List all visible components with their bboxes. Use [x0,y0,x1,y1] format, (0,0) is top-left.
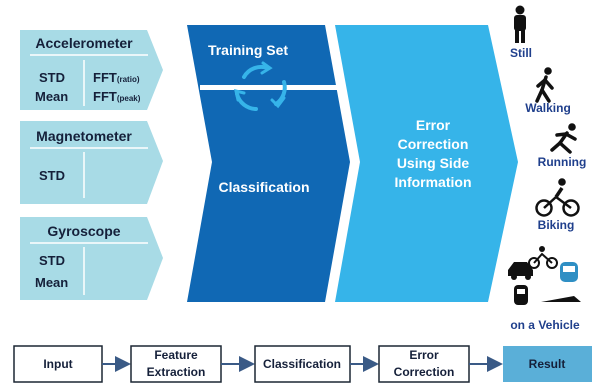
accelerometer-title: Accelerometer [35,35,133,51]
flow-error-line-1: Error [409,348,439,362]
training-set-label: Training Set [208,42,288,58]
activity-walking-label: Walking [525,101,571,115]
error-line-2: Correction [398,136,469,152]
magnetometer-title: Magnetometer [36,128,132,144]
error-line-1: Error [416,117,451,133]
gyro-std-label: STD [39,253,65,268]
running-person-icon [550,123,577,154]
accel-std-label: STD [39,70,65,85]
accel-mean-label: Mean [35,89,68,104]
flow-step-classification [254,345,351,383]
error-correction-block: Error Correction Using Side Information [335,25,518,302]
activity-biking-label: Biking [538,218,575,232]
biking-person-icon [535,178,580,217]
flow-result-label: Result [529,357,566,371]
error-line-4: Information [395,174,472,190]
sensor-gyroscope: Gyroscope STD Mean [20,217,163,300]
error-line-3: Using Side [397,155,470,171]
magnet-std-label: STD [39,168,65,183]
sensor-accelerometer: Accelerometer STD Mean FFT(ratio) FFT(pe… [20,30,163,110]
flow-feature-line-2: Extraction [147,365,206,379]
classification-label: Classification [218,179,309,195]
activity-vehicle-label: on a Vehicle [510,318,580,332]
sensor-magnetometer: Magnetometer STD [20,121,163,204]
flow-step-result [503,346,592,382]
accel-fft-ratio-label: FFT(ratio) [93,70,140,85]
activity-still-label: Still [510,46,532,60]
activity-running-label: Running [538,155,587,169]
flow-input-label: Input [43,357,72,371]
refresh-cycle-icon [234,61,287,111]
gyroscope-title: Gyroscope [47,223,120,239]
flow-classification-label: Classification [263,357,341,371]
flow-feature-line-1: Feature [154,348,198,362]
gyro-mean-label: Mean [35,275,68,290]
flow-pipeline: Input Feature Extraction Classification … [13,345,592,383]
flow-error-line-2: Correction [394,365,455,379]
standing-person-icon [514,5,526,43]
vehicles-icon [508,246,581,305]
training-classification-block: Training Set Classification [187,25,350,302]
walking-person-icon [535,67,554,103]
accel-fft-peak-label: FFT(peak) [93,89,141,104]
